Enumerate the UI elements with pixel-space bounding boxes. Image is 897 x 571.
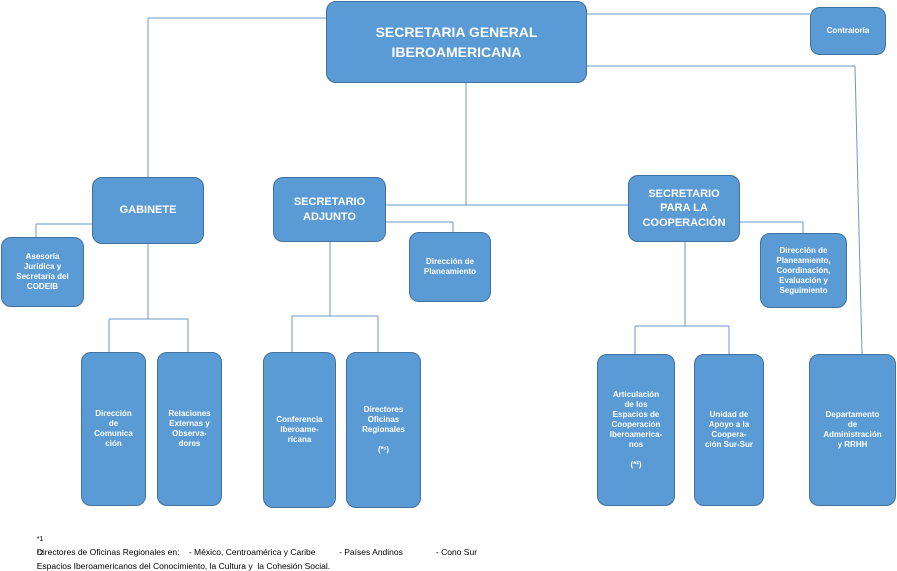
node-relaciones-externas: Relaciones Externas y Observa- dores bbox=[157, 352, 222, 506]
node-departamento-administracion-label: Departamento de Administración y RRHH bbox=[823, 410, 882, 449]
footnote-1-text: Directores de Oficinas Regionales en: - … bbox=[36, 547, 478, 557]
node-unidad-apoyo-sur-sur-label: Unidad de Apoyo a la Coopera- ción Sur-S… bbox=[704, 410, 753, 449]
node-directores-oficinas-regionales-label: Directores Oficinas Regionales bbox=[362, 405, 405, 434]
node-articulacion-espacios-label: Articulación de los Espacios de Cooperac… bbox=[609, 390, 663, 449]
node-direccion-comunicacion-label: Dirección de Comunica ción bbox=[94, 409, 133, 448]
footnote-1-marker: *1 bbox=[36, 536, 44, 544]
node-secretario-adjunto-label: SECRETARIO ADJUNTO bbox=[293, 196, 366, 223]
node-gabinete: GABINETE bbox=[92, 177, 204, 244]
footnote-2: *2 Espacios Iberoamericanos del Conocimi… bbox=[32, 541, 330, 571]
node-conferencia-iberoamericana: Conferencia Iberoame- ricana bbox=[263, 352, 336, 508]
node-unidad-apoyo-sur-sur: Unidad de Apoyo a la Coopera- ción Sur-S… bbox=[694, 354, 764, 506]
node-directores-oficinas-regionales-note: (*¹) bbox=[377, 445, 390, 454]
node-direccion-comunicacion: Dirección de Comunica ción bbox=[81, 352, 146, 506]
node-secretario-cooperacion: SECRETARIO PARA LA COOPERACIÓN bbox=[628, 175, 740, 242]
org-chart-connectors bbox=[35, 13, 863, 355]
node-direccion-planeamiento-coordinacion-label: Dirección de Planeamiento, Coordinación,… bbox=[776, 245, 831, 295]
node-direccion-planeamiento: Dirección de Planeamiento bbox=[409, 232, 491, 302]
node-conferencia-iberoamericana-label: Conferencia Iberoame- ricana bbox=[276, 415, 323, 444]
node-asesoria: Asesoría Jurídica y Secretaría del CODEI… bbox=[1, 237, 84, 307]
node-gabinete-label: GABINETE bbox=[119, 204, 177, 217]
footnote-1: *1 Directores de Oficinas Regionales en:… bbox=[32, 527, 477, 557]
node-secretario-cooperacion-label: SECRETARIO PARA LA COOPERACIÓN bbox=[642, 188, 726, 229]
node-direccion-planeamiento-label: Dirección de Planeamiento bbox=[423, 257, 476, 276]
connector-sg-rrhh-v bbox=[854, 65, 863, 355]
node-asesoria-label: Asesoría Jurídica y Secretaría del CODEI… bbox=[16, 252, 69, 291]
node-articulacion-espacios: Articulación de los Espacios de Cooperac… bbox=[597, 354, 675, 506]
node-direccion-planeamiento-coordinacion: Dirección de Planeamiento, Coordinación,… bbox=[760, 233, 847, 308]
node-contraloria-label: Contraloría bbox=[826, 26, 870, 35]
node-secretaria-general-label: SECRETARIA GENERAL IBEROAMERICANA bbox=[375, 23, 538, 60]
footnote-2-text: Espacios Iberoamericanos del Conocimient… bbox=[36, 561, 331, 571]
node-relaciones-externas-label: Relaciones Externas y Observa- dores bbox=[168, 409, 211, 448]
node-departamento-administracion: Departamento de Administración y RRHH bbox=[809, 354, 896, 506]
node-articulacion-espacios-note: (*²) bbox=[630, 460, 642, 469]
node-secretario-adjunto: SECRETARIO ADJUNTO bbox=[273, 177, 386, 242]
node-secretaria-general: SECRETARIA GENERAL IBEROAMERICANA bbox=[326, 1, 587, 83]
node-contraloria: Contraloría bbox=[810, 7, 886, 55]
node-directores-oficinas-regionales: Directores Oficinas Regionales (*¹) bbox=[346, 352, 421, 508]
